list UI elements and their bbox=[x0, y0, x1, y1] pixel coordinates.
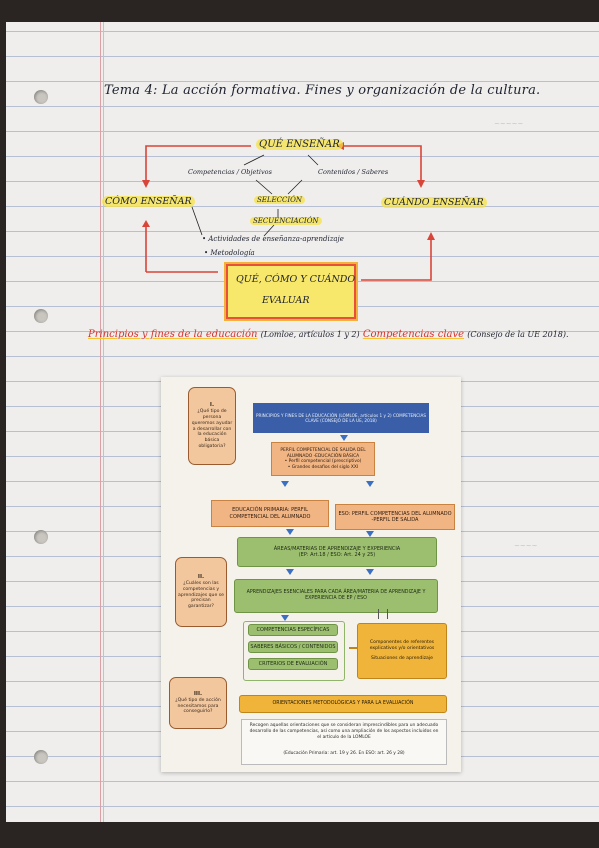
binder-hole bbox=[34, 90, 48, 104]
elementos-group bbox=[243, 621, 345, 681]
connector bbox=[349, 647, 357, 649]
down-arrow bbox=[281, 481, 289, 487]
criterios-box: CRITERIOS DE EVALUACIÓN bbox=[248, 658, 338, 670]
question-two-box: II.¿Cuáles son las competencias y aprend… bbox=[175, 557, 227, 627]
arrow-head bbox=[142, 220, 150, 227]
componentes-box: Componentes de referentes explicativos y… bbox=[357, 623, 447, 679]
down-arrow bbox=[366, 481, 374, 487]
question-three-box: III.¿Qué tipo de acción necesitamos para… bbox=[169, 677, 227, 729]
down-arrow bbox=[366, 569, 374, 575]
notebook-page: Tema 4: La acción formativa. Fines y org… bbox=[6, 22, 599, 822]
metodologia-label: • Metodología bbox=[204, 249, 255, 257]
eso-box: ESO: PERFIL COMPETENCIAS DEL ALUMNADO -P… bbox=[335, 504, 455, 530]
question-two-text: ¿Cuáles son las competencias y aprendiza… bbox=[178, 581, 224, 610]
question-one-box: I.¿Qué tipo de persona queremos ayudar a… bbox=[188, 387, 236, 465]
saberes-basicos-box: SABERES BÁSICOS / CONTENIDOS bbox=[248, 641, 338, 653]
actividades-label: • Actividades de enseñanza-aprendizaje bbox=[202, 235, 344, 243]
question-one-number: I. bbox=[209, 402, 215, 409]
orientaciones-box: ORIENTACIONES METODOLÓGICAS Y PARA LA EV… bbox=[239, 695, 447, 713]
question-one-text: ¿Qué tipo de persona queremos ayudar a d… bbox=[191, 409, 233, 449]
question-three-text: ¿Qué tipo de acción necesitamos para con… bbox=[175, 697, 221, 715]
areas-subtitle: (EP: Art.18 / ESO: Art. 24 y 25) bbox=[298, 552, 376, 558]
binder-hole bbox=[34, 530, 48, 544]
ladder-icon bbox=[378, 609, 388, 619]
educacion-ref-text: (Educación Primaria: art. 19 y 26. En ES… bbox=[283, 751, 405, 756]
margin-line bbox=[103, 22, 104, 822]
down-arrow bbox=[366, 531, 374, 537]
consejo-ref: (Consejo de la UE 2018). bbox=[467, 330, 569, 339]
down-arrow bbox=[281, 615, 289, 621]
recogen-note-box: Recogen aquellas orientaciones que se co… bbox=[241, 719, 447, 765]
aprendizajes-esenciales-box: APRENDIZAJES ESENCIALES PARA CADA ÁREA/M… bbox=[234, 579, 438, 613]
primaria-box: EDUCACIÓN PRIMARIA: PERFIL COMPETENCIAL … bbox=[211, 500, 329, 527]
areas-title: ÁREAS/MATERIAS DE APRENDIZAJE Y EXPERIEN… bbox=[273, 545, 401, 552]
down-arrow bbox=[286, 529, 294, 535]
binder-hole bbox=[34, 750, 48, 764]
arrow-head bbox=[142, 180, 150, 188]
que-ensenar-label: QUÉ ENSEÑAR bbox=[256, 139, 343, 150]
evaluar-box-line2: EVALUAR bbox=[262, 295, 310, 306]
lomloe-ref: (Lomloe, artículos 1 y 2) bbox=[260, 330, 360, 339]
page-title: Tema 4: La acción formativa. Fines y org… bbox=[104, 83, 541, 98]
perfil-title: PERFIL COMPETENCIAL DE SALIDA DEL ALUMNA… bbox=[280, 448, 366, 459]
como-ensenar-label: CÓMO ENSEÑAR bbox=[102, 196, 195, 207]
areas-box: ÁREAS/MATERIAS DE APRENDIZAJE Y EXPERIEN… bbox=[237, 537, 437, 567]
secuenciacion-label: SECUENCIACIÓN bbox=[250, 217, 322, 225]
printed-diagram-card: I.¿Qué tipo de persona queremos ayudar a… bbox=[161, 377, 461, 772]
question-three-number: III. bbox=[193, 690, 203, 697]
competencias-clave-text: Competencias clave bbox=[362, 329, 465, 340]
competencias-especificas-box: COMPETENCIAS ESPECÍFICAS bbox=[248, 624, 338, 636]
bleed-through-mark: ~~~~~ bbox=[494, 120, 524, 128]
cuando-ensenar-label: CUÁNDO ENSEÑAR bbox=[381, 197, 487, 208]
situaciones-text: Situaciones de aprendizaje bbox=[371, 655, 433, 661]
competencias-label: Competencias / Objetivos bbox=[188, 168, 272, 176]
margin-line bbox=[100, 22, 101, 822]
bleed-through-mark: ~~~~ bbox=[514, 542, 538, 550]
contenidos-label: Contenidos / Saberes bbox=[318, 168, 389, 176]
evaluar-box: QUÉ, CÓMO Y CUÁNDO EVALUAR bbox=[224, 262, 358, 321]
question-two-number: II. bbox=[197, 574, 205, 581]
componentes-text: Componentes de referentes explicativos y… bbox=[369, 640, 435, 652]
subtitle-line: Principios y fines de la educación (Loml… bbox=[88, 329, 569, 340]
arrow-head bbox=[417, 180, 425, 188]
recogen-text: Recogen aquellas orientaciones que se co… bbox=[249, 723, 439, 740]
down-arrow bbox=[286, 569, 294, 575]
down-arrow bbox=[340, 435, 348, 441]
principios-header-box: PRINCIPIOS Y FINES DE LA EDUCACIÓN (LOML… bbox=[253, 403, 429, 433]
arrow-head bbox=[427, 232, 435, 240]
principios-text: Principios y fines de la educación bbox=[88, 329, 258, 340]
perfil-bullet: • Grandes desafíos del siglo XXI bbox=[287, 464, 359, 470]
perfil-box: PERFIL COMPETENCIAL DE SALIDA DEL ALUMNA… bbox=[271, 442, 375, 476]
seleccion-label: SELECCIÓN bbox=[254, 196, 306, 204]
evaluar-box-line1: QUÉ, CÓMO Y CUÁNDO bbox=[236, 274, 356, 285]
perfil-bullet: • Perfil competencial (prescriptivo) bbox=[284, 459, 362, 464]
binder-hole bbox=[34, 309, 48, 323]
